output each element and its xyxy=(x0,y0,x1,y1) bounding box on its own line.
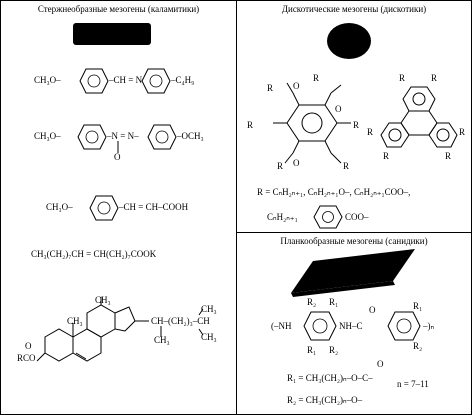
benzene-hexaester xyxy=(273,82,351,164)
triphenylene-core xyxy=(380,86,458,148)
sanidic-r-2: R₁ xyxy=(329,297,339,307)
sanidic-nh-left: (–NH xyxy=(271,321,292,331)
discotic-panel: Дискотические мезогены (дискотики) R R R xyxy=(237,1,471,233)
steroid-skeleton xyxy=(36,297,149,362)
disc-r-2: R xyxy=(313,73,320,83)
chol-ch3-b: CH₃ xyxy=(95,295,111,305)
formula-3-left: CH₃O– xyxy=(46,202,73,212)
sanidic-r2-definition: R₂ = CH₃(CH₂)ₙ–O– xyxy=(287,395,363,405)
sanidic-panel: Планкообразные мезогены (санидики) (–NH … xyxy=(237,233,471,414)
formula-1-mid: –CH = N xyxy=(109,75,143,85)
sanidic-r-6: R₂ xyxy=(413,341,423,351)
chol-ch3-d: CH₃ xyxy=(201,304,217,314)
n-oxide-bond xyxy=(117,141,119,153)
board-shape-icon xyxy=(291,249,415,297)
sanidic-tail: –)ₙ xyxy=(423,321,435,331)
disc-r-1: R xyxy=(267,83,274,93)
benzene-ring-icon xyxy=(89,195,119,221)
tri-r-5: R xyxy=(383,151,390,161)
chol-ch3-a: CH₃ xyxy=(67,316,83,326)
disc-r-def2-left: CₙH₂ₙ₊₁ xyxy=(267,212,298,222)
rod-shape-icon xyxy=(73,23,151,45)
chol-ch3-e: CH₃ xyxy=(201,332,217,342)
formula-1-left: CH₃O– xyxy=(34,75,61,85)
sanidic-r1-definition: R₁ = CH₃(CH₂)ₙ–O–C– xyxy=(287,373,373,383)
sanidic-oxygen: O xyxy=(369,305,376,315)
benzene-ring-icon xyxy=(303,311,337,341)
chol-side-chain: CH–(CH₂)₃–CH xyxy=(151,316,210,326)
sanidic-r-4: R₂ xyxy=(329,345,339,355)
disc-r-definition: R = CₙH₂ₙ₊₁, CₙH₂ₙ₊₁O–, CₙH₂ₙ₊₁COO–, xyxy=(257,187,411,197)
sanidic-title: Планкообразные мезогены (санидики) xyxy=(280,236,428,246)
tri-r-1: R xyxy=(399,73,406,83)
benzene-ring-icon xyxy=(141,68,171,94)
benzene-ring-icon xyxy=(147,124,177,150)
disc-o-3: O xyxy=(293,158,300,168)
formula-2-left: CH₃O– xyxy=(34,131,61,141)
disc-shape-icon xyxy=(327,23,371,59)
sanidic-n-range: n = 7–11 xyxy=(397,379,429,389)
calamitic-title: Стержнеобразные мезогены (каламитики) xyxy=(37,4,200,14)
formula-4: CH₃(CH₂)₇CH = CH(CH₂)₇COOK xyxy=(31,249,157,259)
tri-r-2: R xyxy=(431,73,438,83)
sanidic-r-1: R₂ xyxy=(307,297,317,307)
disc-o-2: O xyxy=(335,104,342,114)
chol-ch3-c: CH₃ xyxy=(154,335,170,345)
disc-o-1: O xyxy=(293,81,300,91)
sanidic-r-5: R₁ xyxy=(413,301,423,311)
chol-branch-lines xyxy=(160,308,204,337)
sanidic-oxygen-2: O xyxy=(377,359,384,369)
formula-2-mid: –N = N– xyxy=(107,131,139,141)
disc-r-5: R xyxy=(277,161,284,171)
calamitic-panel: Стержнеобразные мезогены (каламитики) CH… xyxy=(1,1,237,414)
tri-r-6: R xyxy=(445,151,452,161)
tri-r-4: R xyxy=(459,127,466,137)
formula-1-right: –C₄H₉ xyxy=(171,75,195,85)
formula-3-right: –CH = CH–COOH xyxy=(119,202,189,212)
formula-2-oxygen: O xyxy=(114,152,121,162)
discotic-title: Дискотические мезогены (дискотики) xyxy=(281,4,427,14)
sanidic-r-3: R₁ xyxy=(307,345,317,355)
formula-2-right: –OCH₃ xyxy=(177,131,204,141)
disc-r-3: R xyxy=(247,120,254,130)
tri-r-3: R xyxy=(367,127,374,137)
benzene-ring-icon xyxy=(77,124,107,150)
disc-r-4: R xyxy=(353,120,360,130)
chol-oxygen: O xyxy=(25,341,32,351)
chol-rco: RCO xyxy=(17,353,36,363)
benzene-ring-icon xyxy=(79,68,109,94)
disc-r-6: R xyxy=(343,161,350,171)
benzene-ring-icon xyxy=(387,311,421,341)
sanidic-nh-right: NH–C xyxy=(339,321,363,331)
disc-r-def2-right: COO– xyxy=(345,212,369,222)
benzene-ring-icon xyxy=(313,205,343,229)
